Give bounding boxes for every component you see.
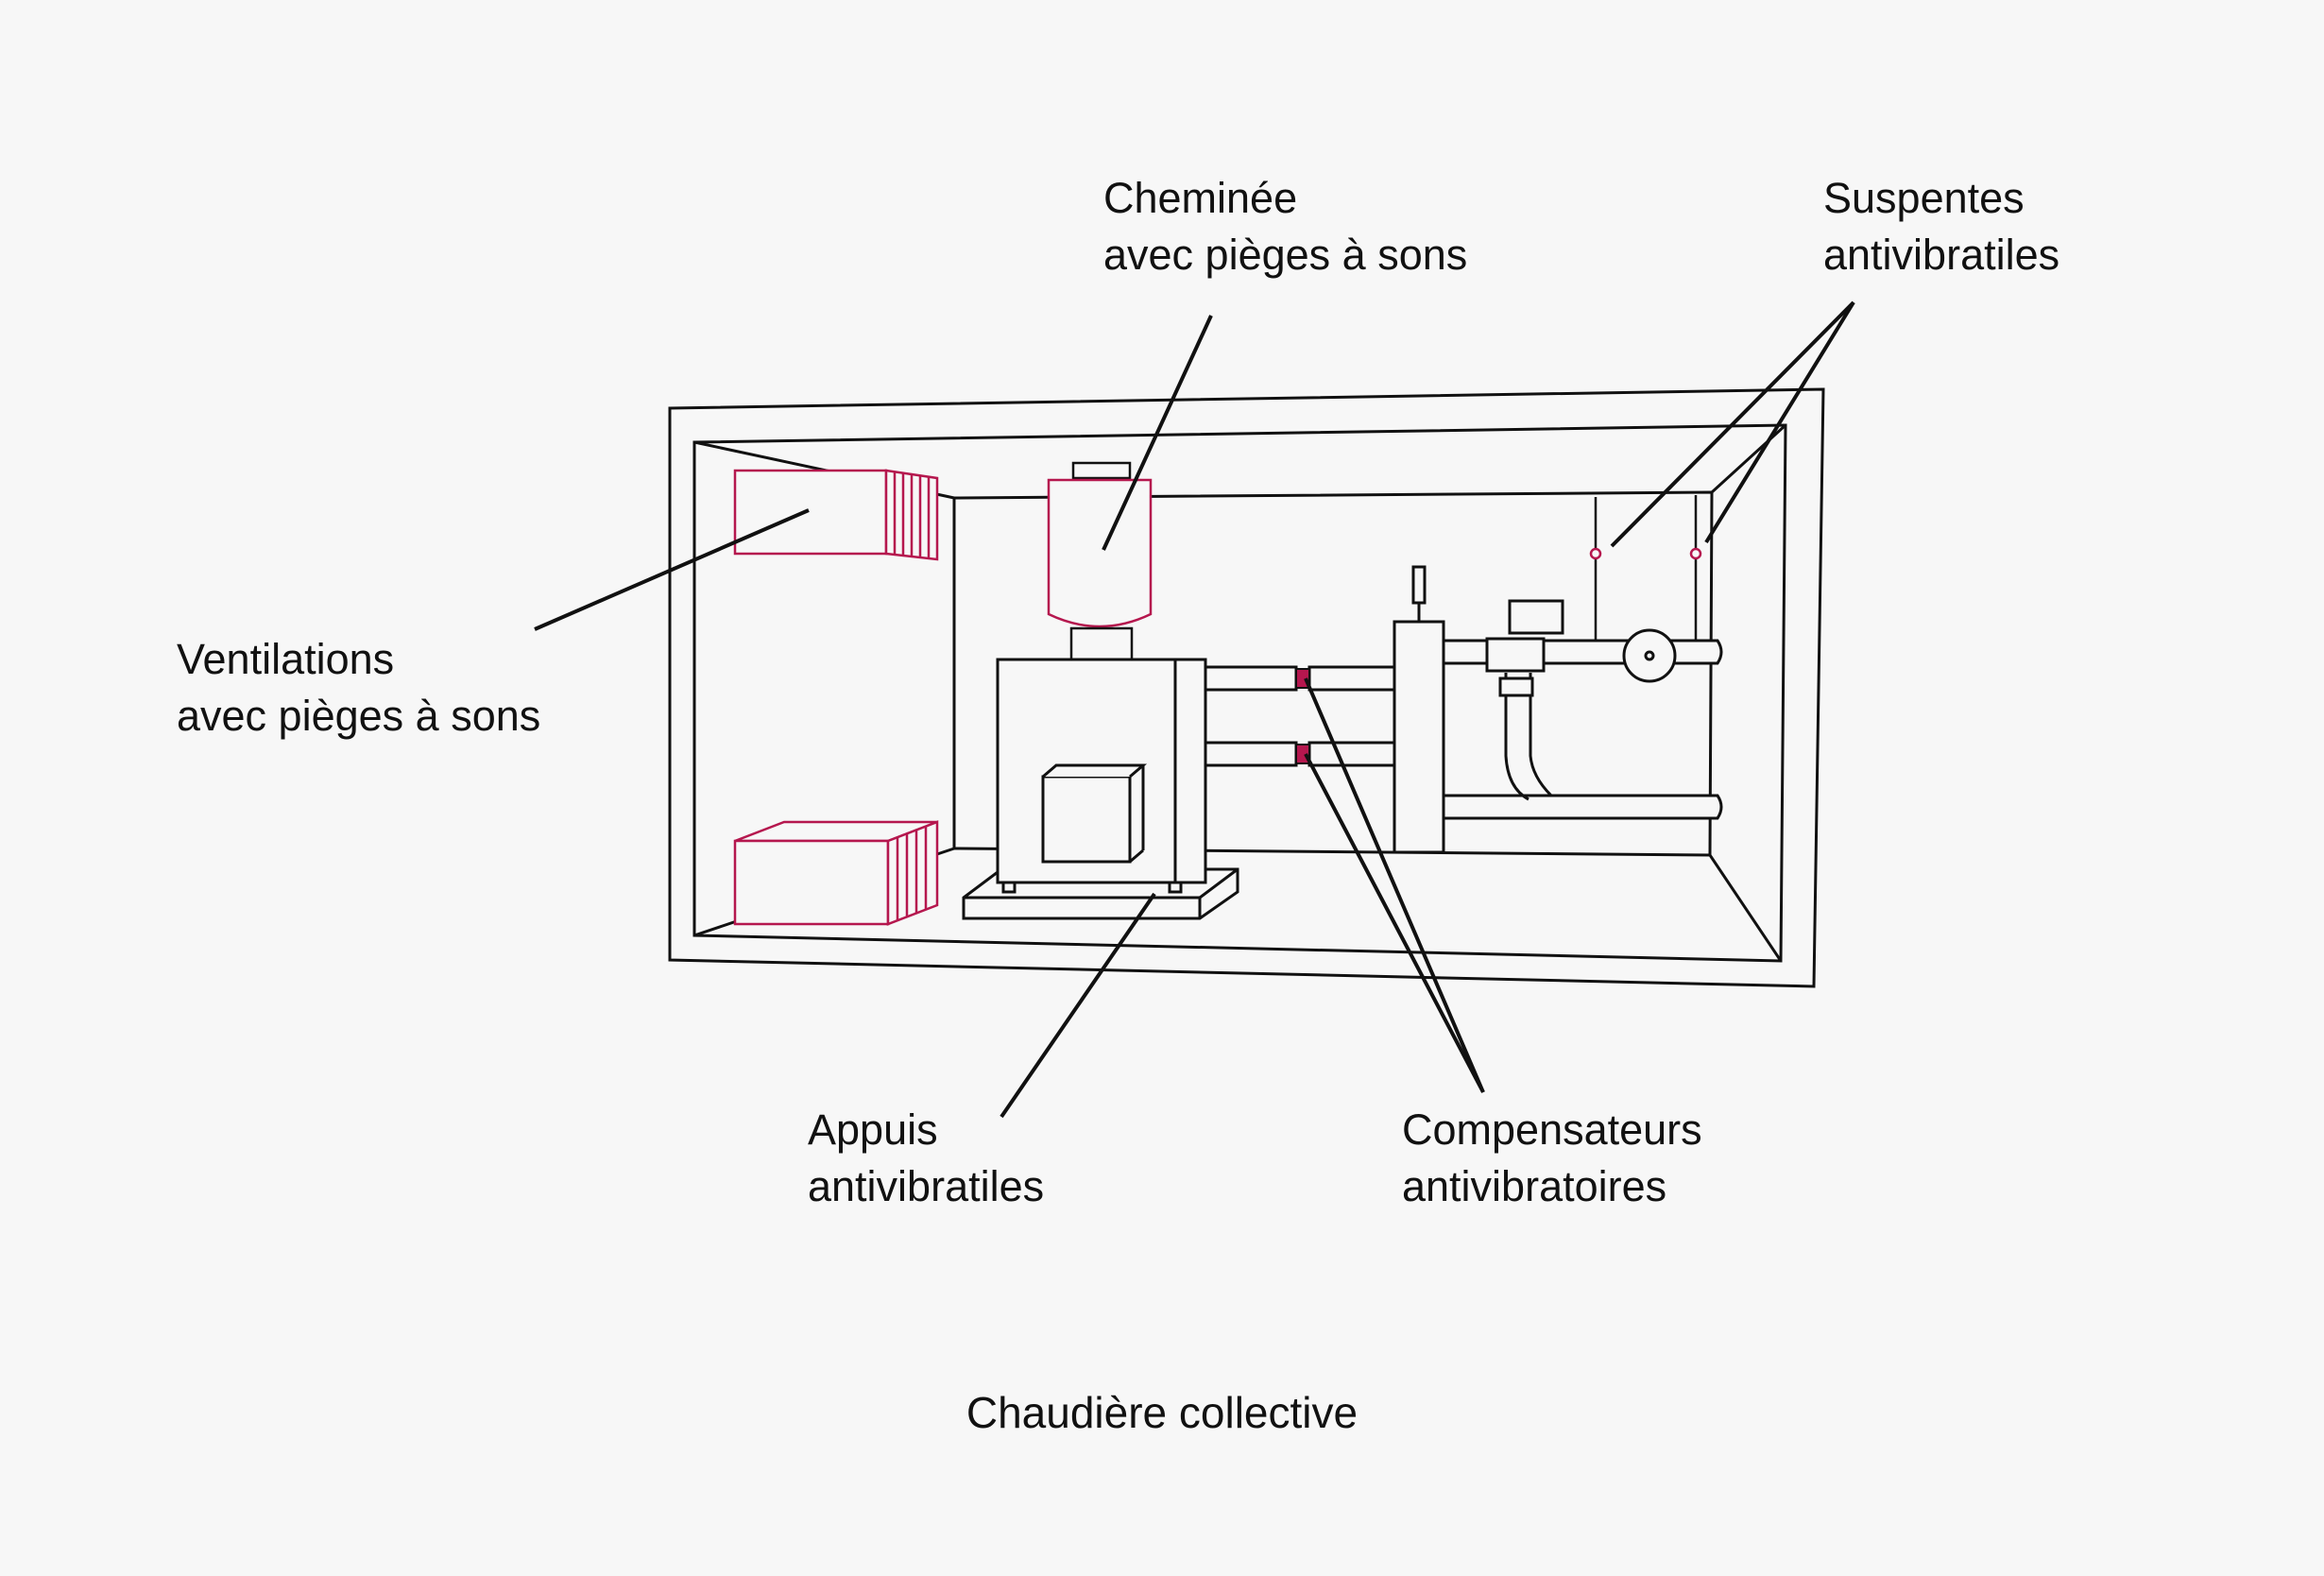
ventilation-silencer-bottom	[733, 820, 939, 926]
label-appuis-line1: Appuis	[808, 1105, 938, 1154]
leader-line-suspentes-2	[1704, 300, 1855, 544]
diagram-caption: Chaudière collective	[965, 1388, 1359, 1437]
label-suspentes-line2: antivibratiles	[1823, 231, 2060, 279]
anti-vibration-hangers	[1589, 495, 1702, 641]
label-appuis: Appuis antivibratiles	[808, 1102, 1044, 1215]
label-cheminee: Cheminée avec pièges à sons	[1103, 170, 1467, 283]
chimney-silencer	[1047, 461, 1153, 662]
label-appuis-line2: antivibratiles	[808, 1162, 1045, 1210]
leader-line-compensateurs-1	[1304, 677, 1485, 1093]
ventilation-silencer-top	[733, 469, 939, 561]
label-compensateurs-line2: antivibratoires	[1402, 1162, 1667, 1210]
label-ventilations: Ventilations avec pièges à sons	[177, 631, 540, 745]
label-compensateurs-line1: Compensateurs	[1402, 1105, 1702, 1154]
piping	[1204, 565, 1723, 854]
leader-line-suspentes-1	[1610, 300, 1855, 548]
leader-line-appuis	[1000, 892, 1156, 1119]
room-outline	[668, 387, 1825, 988]
label-cheminee-line1: Cheminée	[1103, 174, 1298, 222]
leader-line-compensateurs-2	[1304, 753, 1485, 1093]
leader-lines	[534, 300, 1855, 1119]
label-ventilations-line2: avec pièges à sons	[177, 692, 541, 740]
label-suspentes-line1: Suspentes	[1823, 174, 2025, 222]
leader-line-cheminee	[1102, 315, 1213, 551]
label-ventilations-line1: Ventilations	[177, 635, 395, 683]
leader-line-ventilations	[534, 508, 810, 631]
label-cheminee-line2: avec pièges à sons	[1103, 231, 1468, 279]
label-suspentes: Suspentes antivibratiles	[1823, 170, 2059, 283]
boiler	[962, 658, 1239, 920]
label-compensateurs: Compensateurs antivibratoires	[1402, 1102, 1702, 1215]
